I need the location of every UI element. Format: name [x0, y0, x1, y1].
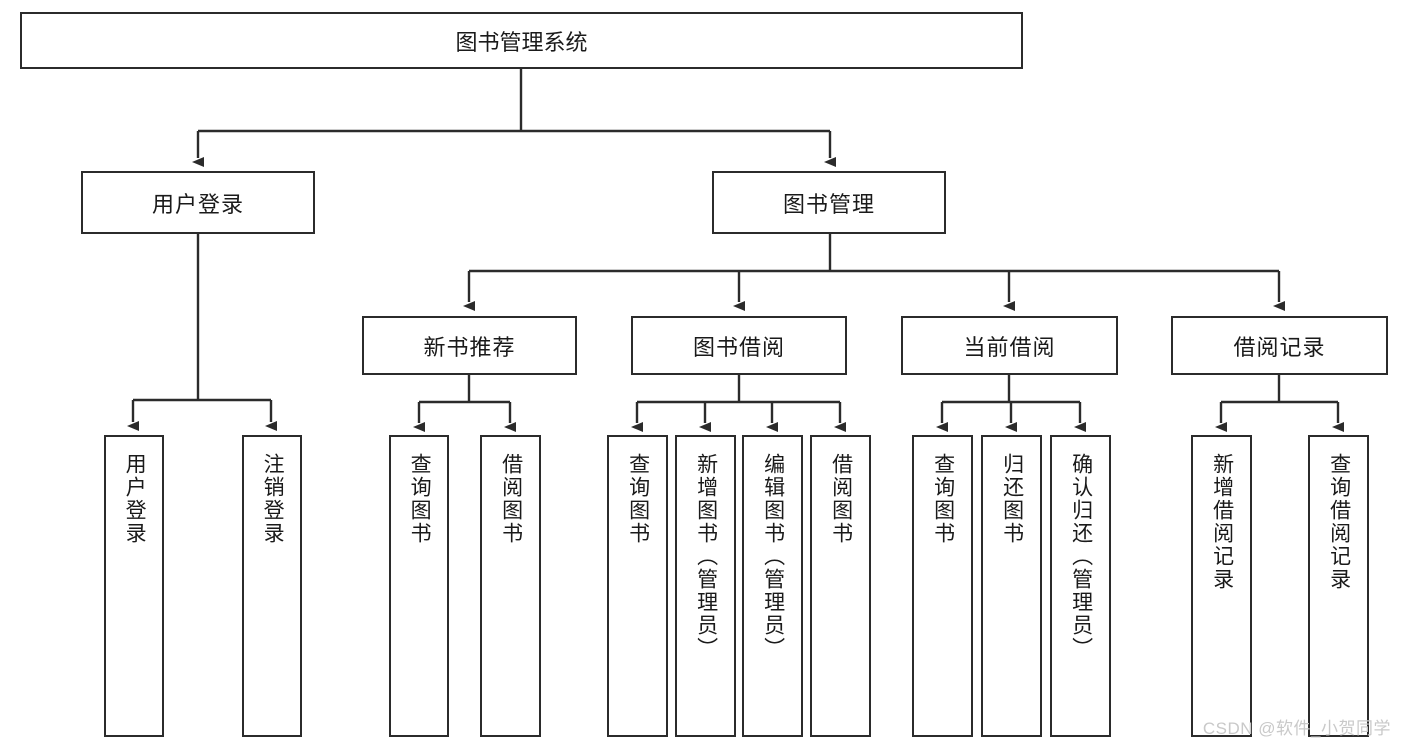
node-borrow-record[interactable]: 借阅记录: [1171, 316, 1388, 375]
node-label: 图书借阅: [692, 334, 785, 360]
node-label: 借阅图书: [829, 453, 853, 545]
leaf-current-borrow-query[interactable]: 查询图书: [912, 435, 973, 737]
leaf-borrow-record-add[interactable]: 新增借阅记录: [1191, 435, 1252, 737]
node-label: 用户登录: [123, 453, 147, 545]
node-user-login[interactable]: 用户登录: [81, 171, 315, 234]
node-label: 归还图书: [1000, 453, 1024, 545]
node-label: 用户登录: [151, 191, 244, 217]
leaf-book-borrow-add[interactable]: 新增图书（管理员）: [675, 435, 736, 737]
node-new-book-recommend[interactable]: 新书推荐: [362, 316, 577, 375]
node-label: 注销登录: [261, 453, 285, 545]
node-label: 查询图书: [408, 453, 432, 545]
node-label: 查询图书: [626, 453, 650, 545]
node-book-management[interactable]: 图书管理: [712, 171, 946, 234]
watermark-text: CSDN @软件_小贺同学: [1202, 719, 1391, 738]
node-label: 借阅记录: [1233, 334, 1326, 360]
leaf-book-borrow-edit[interactable]: 编辑图书（管理员）: [742, 435, 803, 737]
leaf-new-book-query[interactable]: 查询图书: [389, 435, 449, 737]
node-label: 查询借阅记录: [1327, 453, 1351, 591]
node-label: 图书管理: [782, 191, 875, 217]
leaf-book-borrow-query[interactable]: 查询图书: [607, 435, 668, 737]
node-label: 新增图书（管理员）: [694, 453, 718, 660]
node-label: 新书推荐: [423, 334, 516, 360]
node-book-borrow[interactable]: 图书借阅: [631, 316, 847, 375]
leaf-borrow-record-query[interactable]: 查询借阅记录: [1308, 435, 1369, 737]
node-label: 查询图书: [931, 453, 955, 545]
node-label: 新增借阅记录: [1210, 453, 1234, 591]
leaf-book-borrow-borrow[interactable]: 借阅图书: [810, 435, 871, 737]
node-root-library-system[interactable]: 图书管理系统: [20, 12, 1023, 69]
leaf-current-borrow-return[interactable]: 归还图书: [981, 435, 1042, 737]
node-label: 借阅图书: [499, 453, 523, 545]
node-current-borrow[interactable]: 当前借阅: [901, 316, 1118, 375]
leaf-current-borrow-confirm-return[interactable]: 确认归还（管理员）: [1050, 435, 1111, 737]
leaf-new-book-borrow[interactable]: 借阅图书: [480, 435, 541, 737]
node-label: 确认归还（管理员）: [1069, 453, 1093, 660]
leaf-user-login-login[interactable]: 用户登录: [104, 435, 164, 737]
node-label: 当前借阅: [963, 334, 1056, 360]
node-label: 图书管理系统: [455, 29, 588, 55]
leaf-user-login-logout[interactable]: 注销登录: [242, 435, 302, 737]
node-label: 编辑图书（管理员）: [761, 453, 785, 660]
